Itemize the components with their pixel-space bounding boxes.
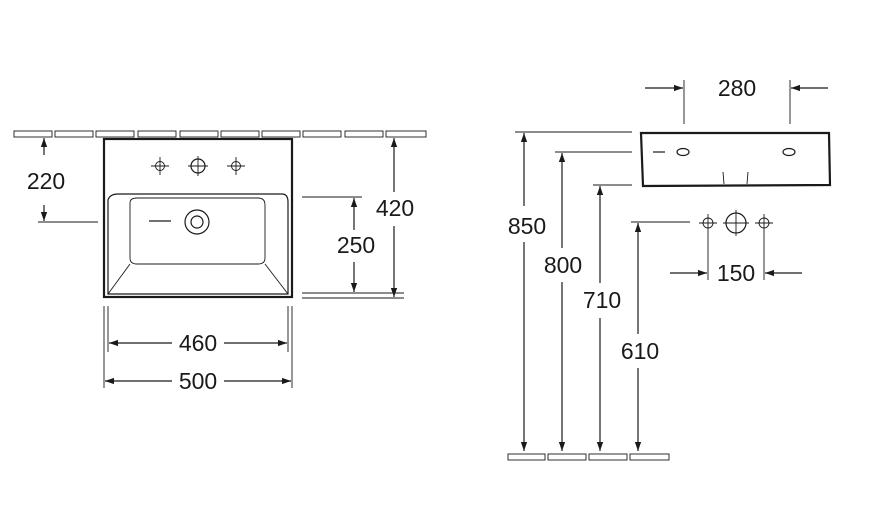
- overflow-hole-right-icon: [782, 147, 796, 157]
- bowl-rim: [107, 193, 289, 295]
- basin-side-profile: [639, 131, 832, 188]
- dim-total-depth: 420: [376, 195, 414, 221]
- dim-height-850: 850: [508, 213, 546, 239]
- dim-outer-width: 500: [179, 368, 217, 394]
- dim-height-800: 800: [544, 252, 582, 278]
- side-tap-center-icon: [723, 210, 749, 236]
- basin-outline: [102, 137, 294, 299]
- dim-height-710: 710: [583, 287, 621, 313]
- side-tap-left-icon: [699, 214, 717, 232]
- tap-hole-left-icon: [151, 157, 169, 175]
- overflow-hole-left-icon: [676, 147, 690, 157]
- floor-tiles: [507, 453, 670, 461]
- dim-height-610: 610: [621, 338, 659, 364]
- dim-side-width: 280: [718, 75, 756, 101]
- bowl-inner: [129, 197, 266, 265]
- dim-wall-height: 220: [27, 168, 65, 194]
- drain-icon: [184, 209, 210, 235]
- tap-hole-center-icon: [188, 156, 208, 176]
- dim-bowl-depth: 250: [337, 232, 375, 258]
- wall-tiles-top: [13, 130, 427, 138]
- tap-hole-right-icon: [227, 157, 245, 175]
- dim-tap-spacing: 150: [717, 260, 755, 286]
- side-tap-right-icon: [755, 214, 773, 232]
- side-view: 280 150: [507, 75, 832, 461]
- front-view: 220 250 420 460 500: [13, 130, 427, 394]
- dim-inner-width: 460: [179, 330, 217, 356]
